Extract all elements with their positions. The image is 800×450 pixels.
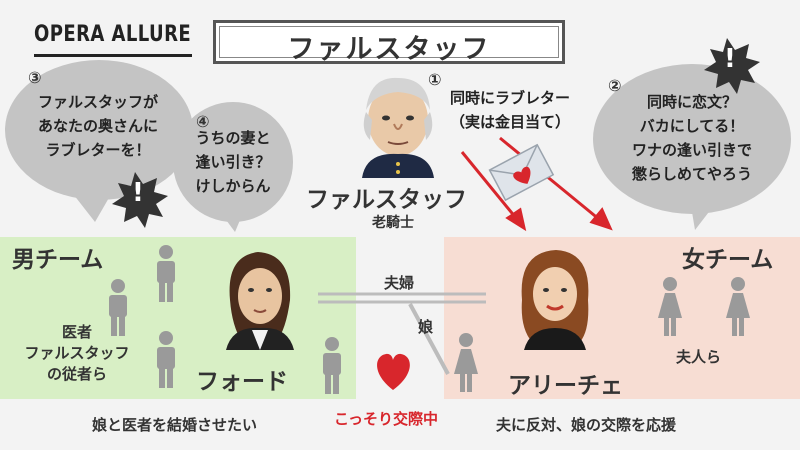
bubble-1-text: 同時にラブレター （実は金目当て） — [440, 86, 580, 134]
page-title: ファルスタッフ — [287, 34, 491, 65]
falstaff-portrait — [362, 77, 434, 178]
bubble-2-line-4: 懲らしめてやろう — [631, 165, 752, 183]
falstaff-role: 老騎士 — [372, 215, 414, 231]
heart-icon — [377, 353, 410, 390]
bubble-4-number: ④ — [196, 112, 210, 131]
female-figures — [454, 277, 750, 392]
exclaim-burst-left — [112, 172, 168, 228]
bubble-3-text: ファルスタッフが あなたの奥さんに ラブレターを！ — [18, 90, 178, 162]
speech-bubble-3 — [5, 60, 193, 200]
men-group-line-2: ファルスタッフ — [24, 344, 130, 362]
bubble-1-line-2: （実は金目当て） — [449, 113, 570, 131]
letter-arrows — [460, 136, 613, 232]
ford-portrait — [226, 252, 294, 350]
men-team-title: 男チーム — [12, 247, 104, 273]
men-group-line-3: の従者ら — [46, 365, 107, 383]
bubble-2-tail — [690, 200, 715, 230]
exclaim-mark-left: ! — [132, 178, 144, 208]
alice-name: アリーチェ — [508, 373, 623, 399]
bubble-2-line-3: ワナの逢い引きで — [631, 141, 752, 159]
daughter-label: 娘 — [418, 318, 434, 336]
brand-logo: OPERA ALLURE — [34, 22, 192, 47]
men-team-panel — [0, 237, 356, 399]
logo-underline — [34, 54, 192, 57]
bubble-3-line-2: あなたの奥さんに — [37, 117, 158, 135]
alice-portrait — [521, 250, 589, 350]
couple-label: 夫婦 — [384, 274, 415, 292]
bubble-4-line-1: うちの妻と — [195, 129, 271, 147]
daughter-connector — [408, 303, 450, 375]
exclaim-burst-top-right — [704, 38, 760, 94]
speech-bubble-4 — [173, 102, 293, 222]
exclaim-mark-right: ! — [724, 44, 736, 74]
bubble-1-number: ① — [428, 70, 442, 89]
bubble-2-number: ② — [608, 76, 622, 95]
bubble-4-line-3: けしからん — [195, 177, 271, 195]
bubble-2-line-2: バカにしてる！ — [639, 117, 745, 135]
male-figures — [109, 245, 341, 394]
bubble-3-line-1: ファルスタッフが — [37, 93, 158, 111]
caption-men-goal: 娘と医者を結婚させたい — [92, 416, 258, 434]
women-team-title: 女チーム — [682, 247, 774, 273]
speech-bubble-2 — [593, 64, 791, 214]
title-frame: ファルスタッフ — [213, 20, 565, 65]
bubble-2-text: 同時に恋文？ バカにしてる！ ワナの逢い引きで 懲らしめてやろう — [612, 90, 772, 186]
couple-connector — [318, 292, 486, 304]
envelope-icon — [488, 143, 555, 202]
women-group-label: 夫人ら — [676, 348, 722, 366]
falstaff-name: ファルスタッフ — [306, 187, 467, 213]
bubble-3-line-3: ラブレターを！ — [45, 141, 151, 159]
men-group-label: 医者 ファルスタッフ の従者ら — [14, 322, 140, 385]
bubble-3-tail — [70, 190, 110, 222]
bubble-3-number: ③ — [28, 68, 42, 87]
bubble-1-line-1: 同時にラブレター — [449, 89, 570, 107]
caption-women-goal: 夫に反対、娘の交際を応援 — [496, 416, 677, 434]
men-group-line-1: 医者 — [61, 323, 92, 341]
bubble-2-line-1: 同時に恋文？ — [646, 93, 737, 111]
bubble-4-tail — [215, 205, 245, 232]
ford-name: フォード — [196, 369, 288, 395]
bubble-4-text: うちの妻と 逢い引き？ けしからん — [180, 126, 286, 198]
caption-secret-dating: こっそり交際中 — [334, 410, 438, 428]
bubble-4-line-2: 逢い引き？ — [195, 153, 271, 171]
